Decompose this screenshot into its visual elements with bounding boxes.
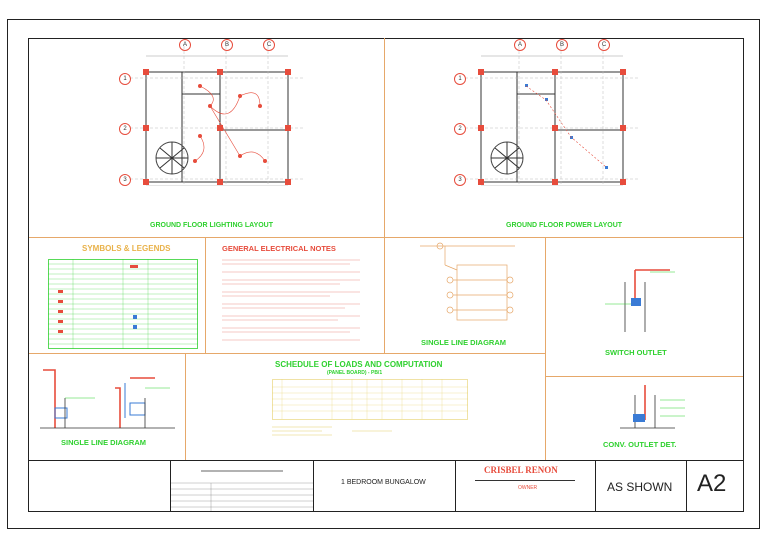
scale-value: AS SHOWN <box>607 480 673 494</box>
conv-outlet-drawing <box>620 385 685 429</box>
grid-bubble-b-power: B <box>556 39 568 51</box>
drawing-frame <box>28 38 744 512</box>
divider-lower <box>29 353 545 354</box>
electrical-notes-text <box>222 259 360 341</box>
schedule-subtitle: (PANEL BOARD) - PB/1 <box>327 370 383 376</box>
power-floor-plan <box>465 46 639 186</box>
grid-bubble-a-power: A <box>514 39 526 51</box>
divider-sld2-schedule <box>185 353 186 460</box>
single-line-diagram-bottom-title: SINGLE LINE DIAGRAM <box>61 438 147 447</box>
owner-name: CRISBEL RENON <box>484 465 558 475</box>
grid-bubble-3-lighting: 3 <box>119 174 131 186</box>
divider-switch-conv <box>545 376 743 377</box>
schedule-table <box>272 379 468 436</box>
divider-top-center <box>384 38 385 237</box>
grid-bubble-2-power: 2 <box>454 123 466 135</box>
single-line-diagram-bottom-drawing <box>40 369 175 429</box>
title-block-divider-4 <box>595 460 596 511</box>
owner-underline <box>475 480 575 481</box>
grid-bubble-1-power: 1 <box>454 73 466 85</box>
title-block-divider-1 <box>170 460 171 511</box>
grid-bubble-2-lighting: 2 <box>119 123 131 135</box>
divider-mid <box>29 237 743 238</box>
title-block <box>29 460 743 461</box>
divider-sld-switch <box>545 237 546 460</box>
lighting-floor-plan <box>130 46 304 186</box>
grid-bubble-c-power: C <box>598 39 610 51</box>
divider-notes-sld <box>384 237 385 353</box>
sheet-number: A2 <box>697 470 727 497</box>
grid-bubble-b-lighting: B <box>221 39 233 51</box>
owner-label: OWNER <box>518 485 538 491</box>
title-block-divider-2 <box>313 460 314 511</box>
single-line-diagram-top-title: SINGLE LINE DIAGRAM <box>421 338 507 347</box>
lighting-layout-title: GROUND FLOOR LIGHTING LAYOUT <box>150 222 274 229</box>
grid-bubble-1-lighting: 1 <box>119 73 131 85</box>
conv-outlet-title: CONV. OUTLET DET. <box>603 440 677 449</box>
title-block-info-grid <box>171 470 313 511</box>
title-block-divider-3 <box>455 460 456 511</box>
electrical-notes-title: GENERAL ELECTRICAL NOTES <box>222 244 336 253</box>
project-name: 1 BEDROOM BUNGALOW <box>341 479 426 486</box>
power-layout-title: GROUND FLOOR POWER LAYOUT <box>506 222 623 229</box>
grid-bubble-3-power: 3 <box>454 174 466 186</box>
grid-bubble-a-lighting: A <box>179 39 191 51</box>
title-block-divider-5 <box>686 460 687 511</box>
schedule-title: SCHEDULE OF LOADS AND COMPUTATION <box>275 360 443 369</box>
symbols-legend-table <box>48 259 198 349</box>
divider-legend-notes <box>205 237 206 353</box>
switch-outlet-drawing <box>605 269 675 332</box>
switch-outlet-title: SWITCH OUTLET <box>605 348 667 357</box>
grid-bubble-c-lighting: C <box>263 39 275 51</box>
drawing-sheet <box>7 19 760 529</box>
symbols-legends-title: SYMBOLS & LEGENDS <box>82 244 171 253</box>
single-line-diagram-top-drawing <box>420 242 515 321</box>
